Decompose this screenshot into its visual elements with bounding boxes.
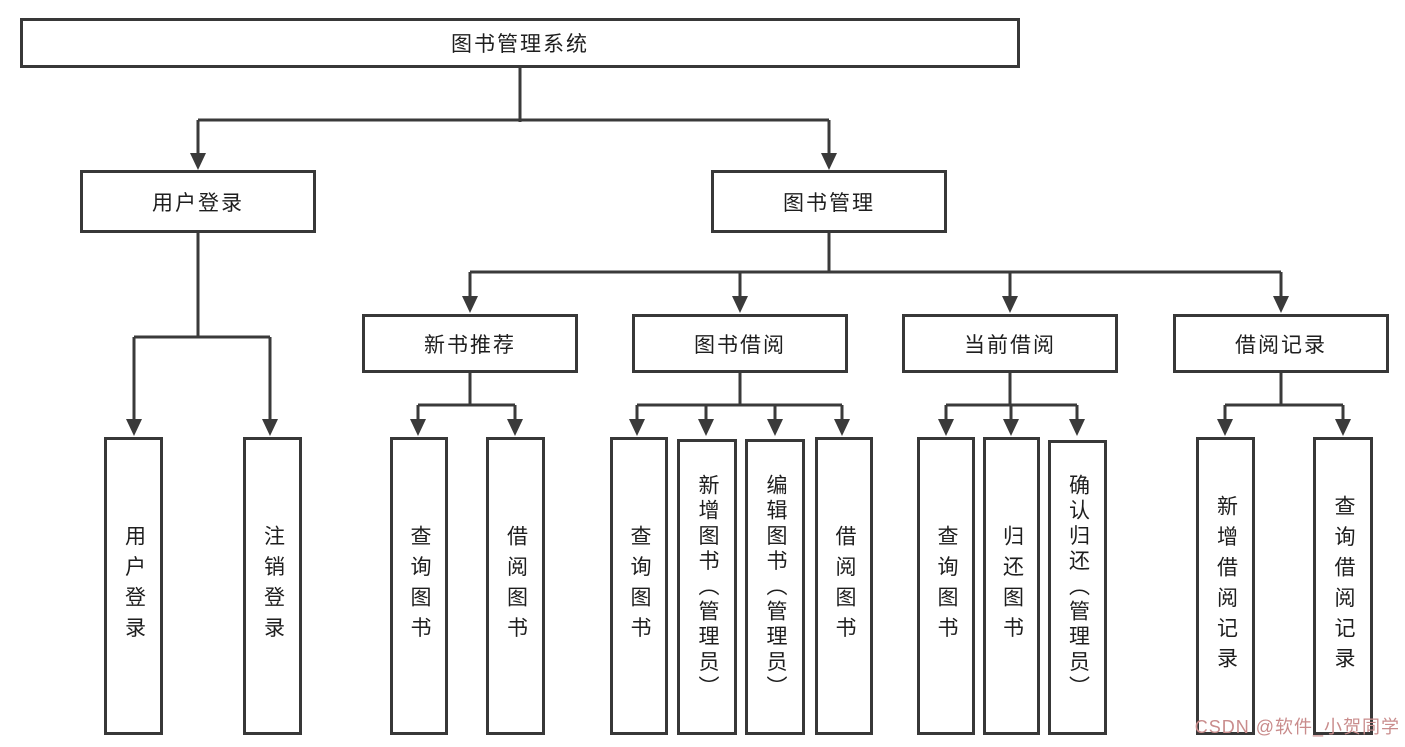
- leaf-query-borrow-record: 查询借阅记录: [1313, 437, 1373, 735]
- node-borrow-records: 借阅记录: [1173, 314, 1389, 373]
- node-book-management: 图书管理: [711, 170, 947, 233]
- node-label: 用户登录: [152, 191, 244, 215]
- leaf-add-books-admin: 新增图书（管理员）: [677, 439, 737, 735]
- leaf-query-books: 查询图书: [390, 437, 448, 735]
- node-label: 图书管理系统: [451, 33, 589, 56]
- leaf-borrow-books: 借阅图书: [815, 437, 873, 735]
- node-new-book-recommend: 新书推荐: [362, 314, 578, 373]
- leaf-query-books: 查询图书: [610, 437, 668, 735]
- node-label: 当前借阅: [964, 333, 1056, 357]
- node-root-system: 图书管理系统: [20, 18, 1020, 68]
- node-label: 图书借阅: [694, 333, 786, 357]
- node-label: 图书管理: [783, 191, 875, 215]
- connector-segments: [132, 68, 1345, 422]
- node-label: 新书推荐: [424, 333, 516, 357]
- leaf-edit-books-admin: 编辑图书（管理员）: [745, 439, 805, 735]
- node-book-borrow: 图书借阅: [632, 314, 848, 373]
- node-label: 借阅记录: [1235, 333, 1327, 357]
- leaf-confirm-return-admin: 确认归还（管理员）: [1048, 440, 1107, 735]
- leaf-logout: 注销登录: [243, 437, 302, 735]
- leaf-borrow-books: 借阅图书: [486, 437, 545, 735]
- leaf-add-borrow-record: 新增借阅记录: [1196, 437, 1255, 735]
- leaf-return-books: 归还图书: [983, 437, 1040, 735]
- leaf-user-login: 用户登录: [104, 437, 163, 735]
- node-current-borrow: 当前借阅: [902, 314, 1118, 373]
- node-user-login: 用户登录: [80, 170, 316, 233]
- leaf-query-books: 查询图书: [917, 437, 975, 735]
- csdn-watermark: CSDN @软件_小贺同学: [1194, 717, 1400, 737]
